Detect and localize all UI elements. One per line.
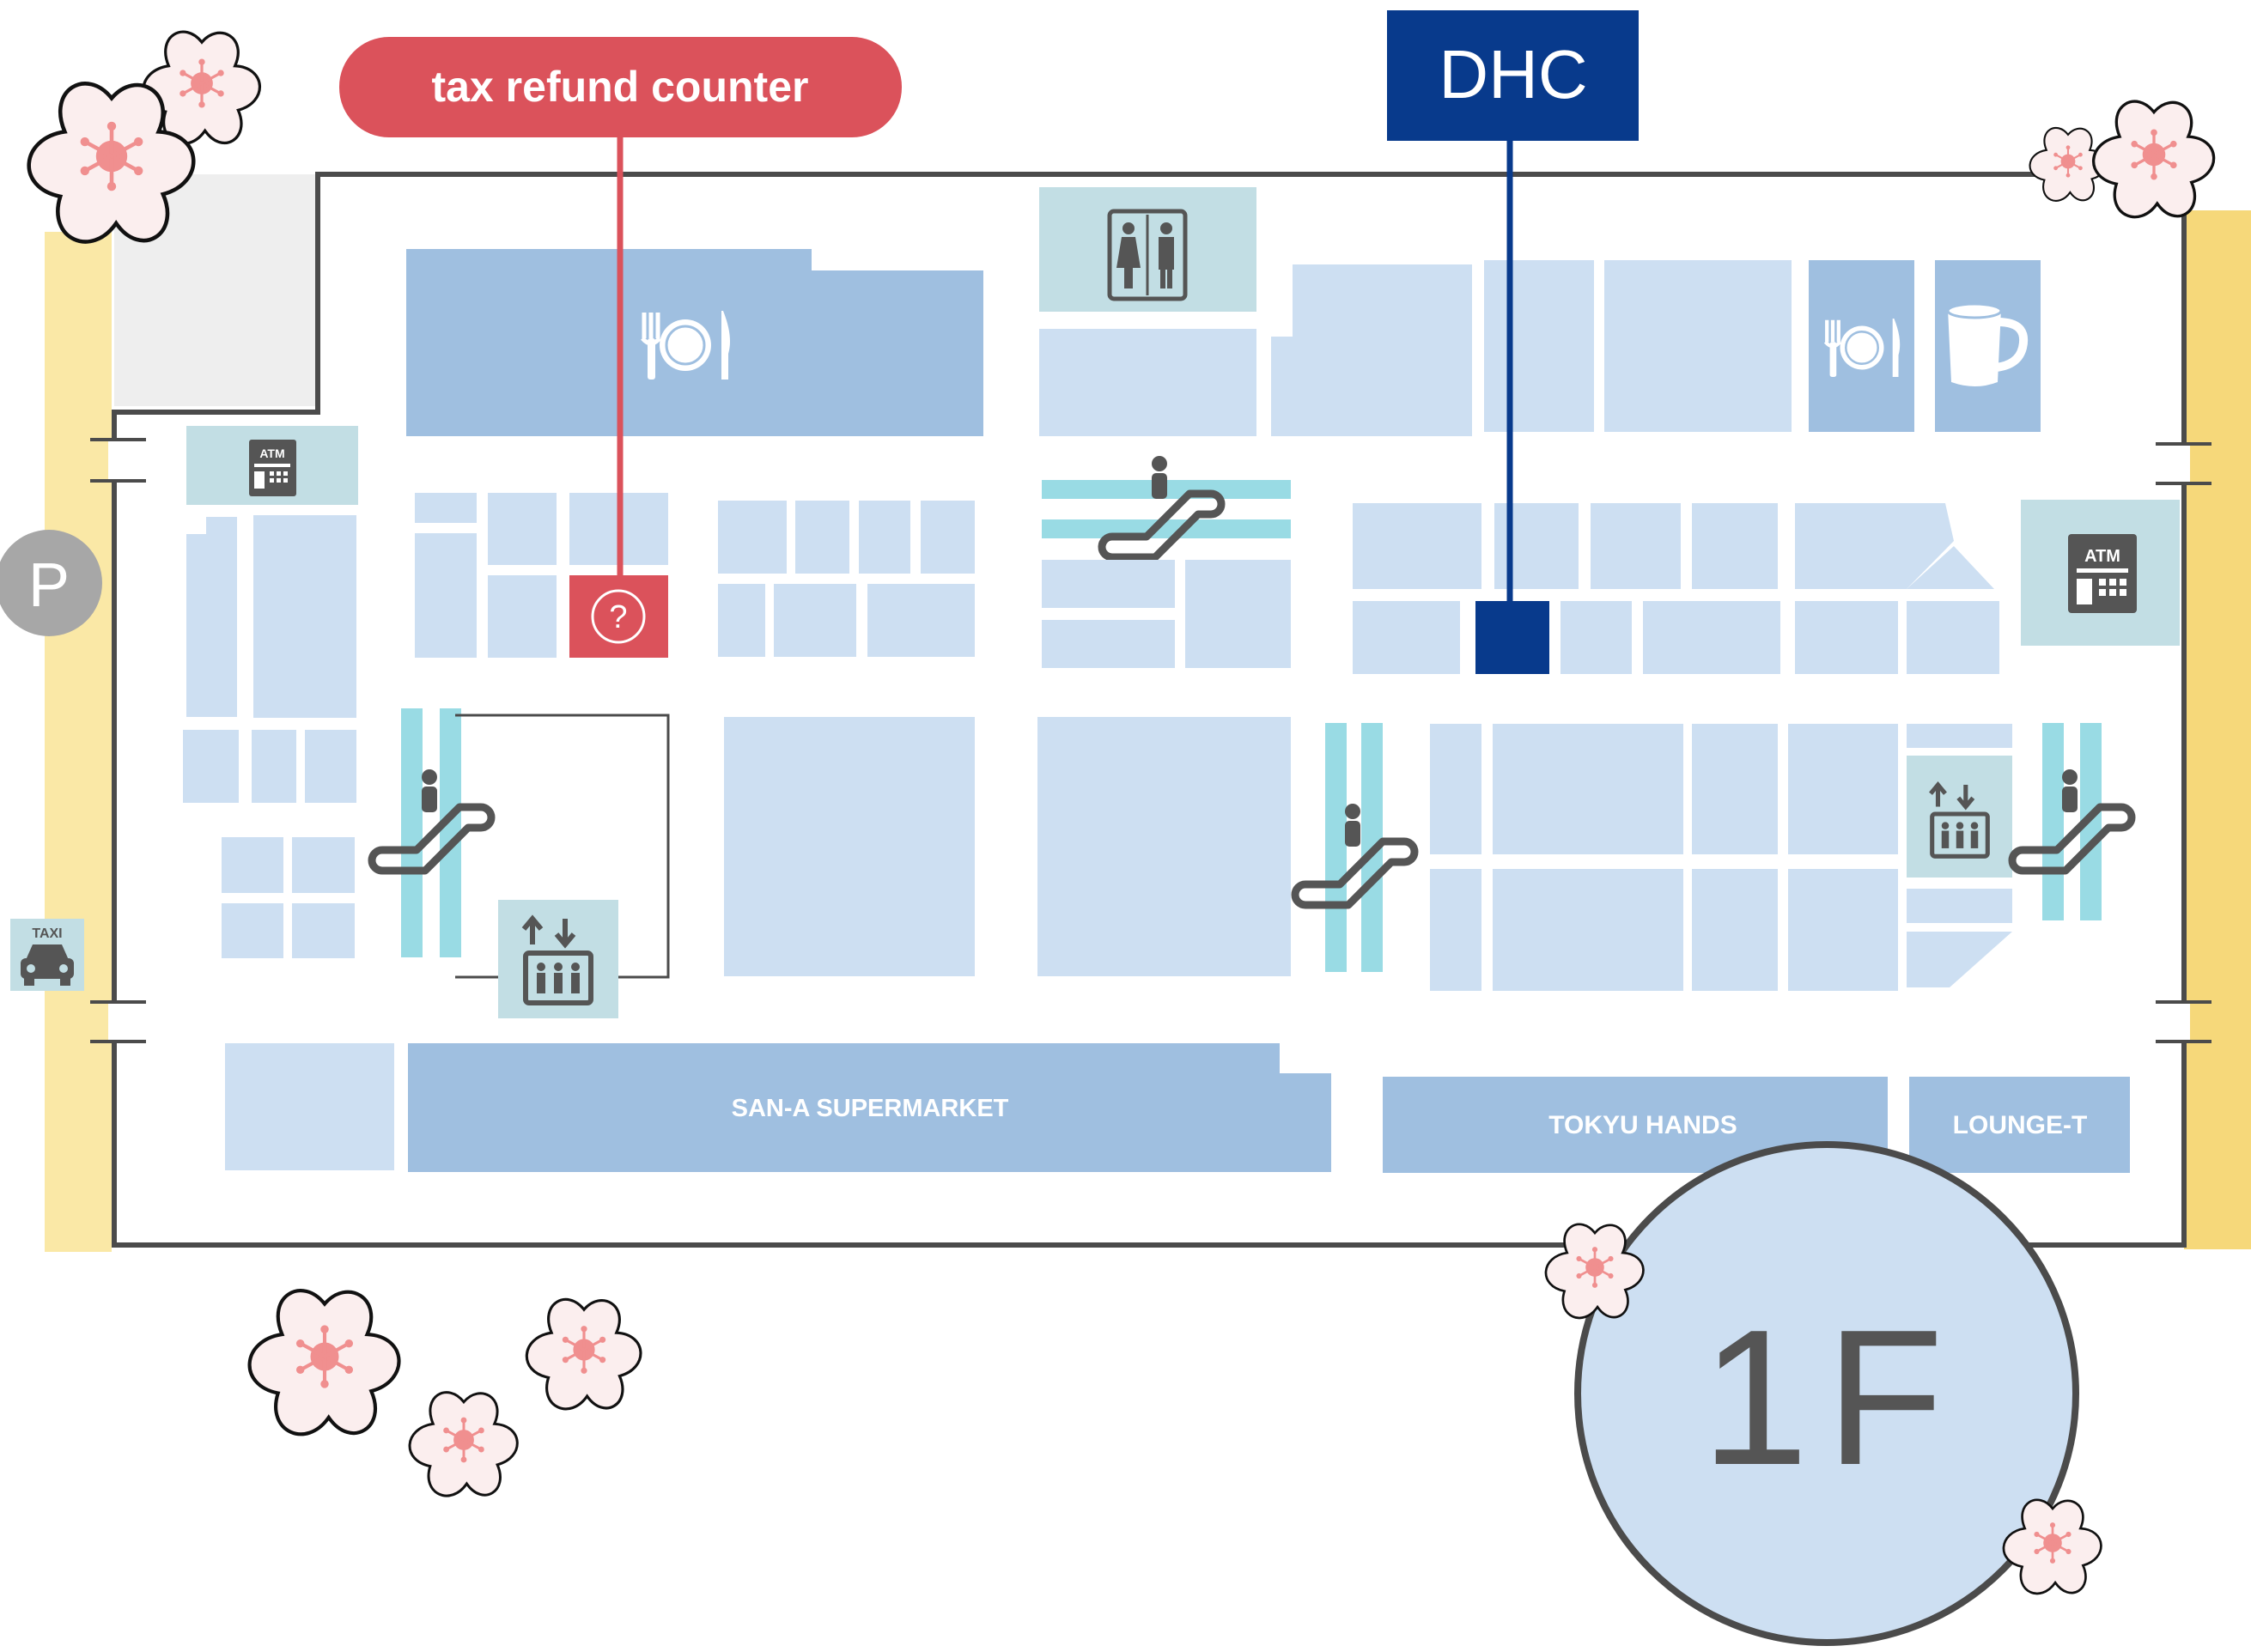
shop[interactable] [795,501,849,574]
shop[interactable] [222,837,283,893]
shop[interactable] [1907,546,1994,589]
escalator-strip [401,708,423,957]
shop[interactable] [1353,503,1481,589]
shop[interactable] [921,501,975,574]
shop[interactable] [183,730,239,803]
tokyu-hands-label: TOKYU HANDS [1548,1111,1737,1139]
shop[interactable] [1591,503,1681,589]
svg-text:ATM: ATM [259,446,284,460]
shop[interactable] [488,575,557,658]
svg-text:ATM: ATM [2084,547,2120,566]
shop[interactable] [186,517,237,717]
cafe-icon [1946,302,2029,386]
road-left [45,232,112,1252]
shop[interactable] [1907,889,2012,923]
shop[interactable] [1795,503,1954,589]
shop[interactable] [1788,724,1898,854]
lounge-t[interactable] [1909,1077,2130,1173]
road-right [2184,210,2251,1249]
shop[interactable] [867,584,975,657]
shop[interactable] [859,501,910,574]
shop[interactable] [1042,620,1175,668]
shop[interactable] [1430,724,1481,854]
escalator-strip [1325,723,1347,972]
shop[interactable] [222,903,283,958]
shop[interactable] [252,730,296,803]
dhc-callout[interactable]: DHC [1387,10,1639,605]
svg-text:tax refund counter: tax refund counter [432,63,809,111]
taxi-icon [21,944,74,986]
shop[interactable] [1604,260,1792,432]
svg-text:P: P [28,551,70,620]
entrance-left-bottom [90,1000,146,1043]
shop[interactable] [1907,724,2012,748]
lounge-t-label: LOUNGE-T [1953,1111,2088,1139]
shop[interactable] [1692,869,1778,991]
shop[interactable] [415,493,477,523]
shop[interactable] [1037,717,1291,976]
shop[interactable] [305,730,356,803]
shop[interactable] [718,501,787,574]
shop[interactable] [488,493,557,565]
svg-text:?: ? [609,599,627,635]
shop[interactable] [1692,503,1778,589]
shop[interactable] [225,1043,394,1170]
shop[interactable] [253,515,356,718]
tax-refund-callout[interactable]: tax refund counter [339,37,902,584]
dhc-store[interactable] [1475,601,1549,674]
entrance-right-bottom [2156,1000,2211,1043]
elevator-left[interactable] [498,900,618,1018]
shop[interactable] [1353,601,1460,674]
shop[interactable] [1788,869,1898,991]
info-icon: ? [591,589,646,644]
svg-text:TAXI: TAXI [32,926,62,941]
atm-icon: ATM [2068,534,2137,613]
cherry-blossom-icon [250,1291,399,1434]
shop[interactable] [292,903,355,958]
escalator-strip [2042,723,2064,920]
shop[interactable] [724,717,975,976]
entrance-left-top [90,438,146,483]
atm-icon: ATM [249,440,296,496]
shop[interactable] [1042,560,1175,608]
restroom-icon [1107,209,1188,301]
svg-text:1F: 1F [1701,1289,1962,1505]
shop[interactable] [774,584,856,657]
entrance-right-top [2156,442,2211,485]
shop[interactable] [1185,560,1291,668]
floor-badge: 1F [1574,1141,2079,1646]
shop[interactable] [1271,264,1472,436]
shop[interactable] [1493,724,1683,854]
shop[interactable] [1643,601,1780,674]
escalator-strip [1042,519,1291,538]
cherry-blossom-icon [408,1391,519,1497]
elevator-right[interactable] [1907,756,2012,878]
shop[interactable] [1039,329,1256,436]
shop[interactable] [1907,601,1999,674]
san-a-supermarket[interactable] [408,1043,1331,1172]
tax-refund-counter[interactable] [569,575,668,658]
shop[interactable] [292,837,355,893]
san-a-supermarket-label: SAN-A SUPERMARKET [732,1095,1009,1122]
parking-marker[interactable]: P [0,530,102,636]
shop[interactable] [718,584,765,657]
shop[interactable] [1907,932,2012,987]
shop[interactable] [1430,869,1481,991]
shop[interactable] [1493,869,1683,991]
shop[interactable] [1560,601,1632,674]
shop[interactable] [1795,601,1898,674]
shop[interactable] [415,533,477,658]
shop[interactable] [1484,260,1594,432]
shop[interactable] [1692,724,1778,854]
taxi-marker[interactable]: TAXI [10,919,84,991]
cherry-blossom-icon [525,1297,642,1411]
svg-text:DHC: DHC [1439,36,1587,112]
